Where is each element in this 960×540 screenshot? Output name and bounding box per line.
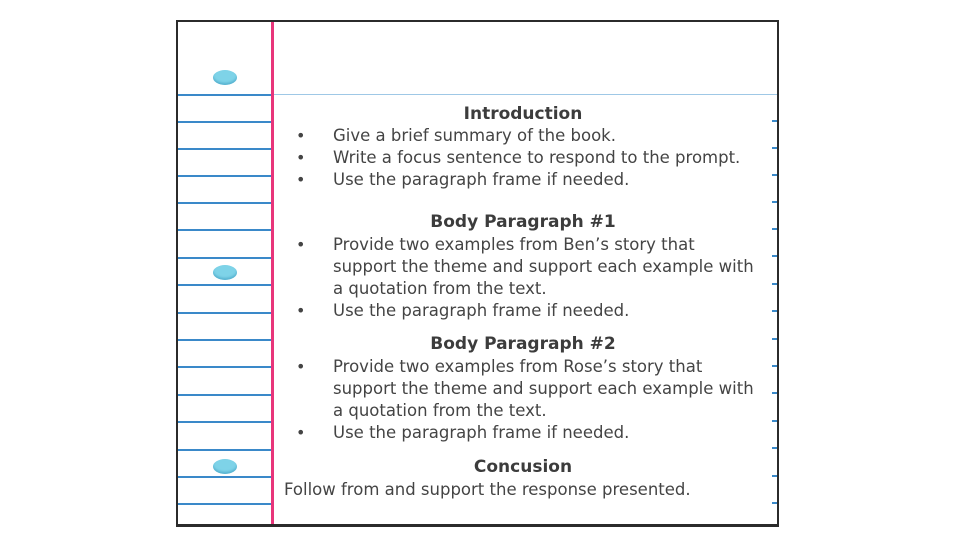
binder-hole-bottom [213, 459, 237, 474]
binder-hole-middle [213, 265, 237, 280]
ruled-line-left [178, 476, 272, 478]
list-item: Give a brief summary of the book. [295, 125, 760, 147]
ruled-line-right [772, 392, 777, 394]
ruled-line-left [178, 503, 272, 505]
ruled-line-left [178, 366, 272, 368]
ruled-line-left [178, 175, 272, 177]
ruled-line-right [772, 120, 777, 122]
conclusion-text: Follow from and support the response pre… [284, 480, 691, 499]
ruled-line-left [178, 284, 272, 286]
ruled-line-right [772, 310, 777, 312]
ruled-line-left [178, 421, 272, 423]
list-item: Use the paragraph frame if needed. [295, 300, 760, 322]
ruled-line-left [178, 339, 272, 341]
ruled-line-left [178, 148, 272, 150]
ruled-line-right [772, 338, 777, 340]
heading-body-paragraph-1: Body Paragraph #1 [430, 212, 616, 232]
ruled-line-right [772, 147, 777, 149]
ruled-line-right [772, 228, 777, 230]
ruled-line-right [772, 365, 777, 367]
ruled-line-left [178, 94, 272, 96]
heading-body-paragraph-2: Body Paragraph #2 [430, 334, 616, 354]
heading-conclusion: Concusion [473, 457, 573, 477]
list-item: Provide two examples from Rose’s story t… [295, 356, 760, 422]
body-paragraph-2-list: Provide two examples from Rose’s story t… [295, 356, 760, 444]
ruled-line-left [178, 394, 272, 396]
ruled-line-left [178, 202, 272, 204]
list-item: Use the paragraph frame if needed. [295, 169, 760, 191]
notebook-paper: Introduction Give a brief summary of the… [176, 20, 779, 527]
ruled-line-left [178, 312, 272, 314]
ruled-line-right [772, 201, 777, 203]
ruled-line-right [772, 255, 777, 257]
ruled-line-right [772, 283, 777, 285]
introduction-list: Give a brief summary of the book. Write … [295, 125, 760, 191]
body-paragraph-1-list: Provide two examples from Ben’s story th… [295, 234, 760, 322]
list-item: Provide two examples from Ben’s story th… [295, 234, 760, 300]
list-item: Write a focus sentence to respond to the… [295, 147, 760, 169]
ruled-line-right [772, 475, 777, 477]
ruled-line-right [772, 420, 777, 422]
ruled-line-left [178, 257, 272, 259]
heading-introduction: Introduction [463, 104, 583, 124]
ruled-line-right [772, 447, 777, 449]
ruled-line-left [178, 229, 272, 231]
ruled-line-left [178, 449, 272, 451]
ruled-line-right [772, 174, 777, 176]
list-item: Use the paragraph frame if needed. [295, 422, 760, 444]
binder-hole-top [213, 70, 237, 85]
header-rule-line [274, 94, 777, 95]
margin-line [271, 22, 274, 524]
ruled-line-left [178, 121, 272, 123]
ruled-line-right [772, 502, 777, 504]
